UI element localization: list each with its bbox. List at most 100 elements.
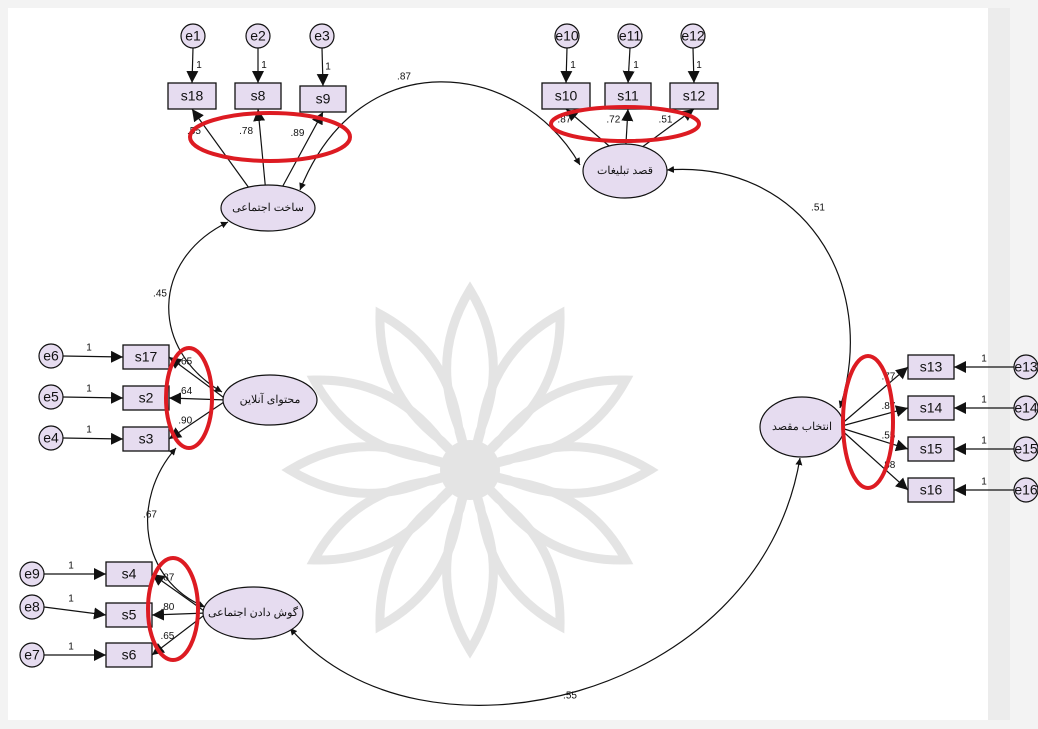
loading-value-s2: .64 [178, 386, 192, 397]
latent-ellipse-L1[interactable] [220, 184, 316, 232]
error-weight-e13: 1 [981, 354, 987, 365]
error-weight-e6: 1 [86, 343, 92, 354]
indicator-box-s4[interactable] [105, 561, 153, 587]
loading-value-s11: .72 [606, 114, 620, 125]
loading-value-s14: .87 [881, 401, 895, 412]
error-label-e15: e15 [1014, 441, 1038, 457]
indicator-box-s16[interactable] [907, 477, 955, 503]
indicator-label-s3: s3 [139, 431, 154, 447]
indicator-box-s13[interactable] [907, 354, 955, 380]
error-weight-e14: 1 [981, 395, 987, 406]
error-path-e10 [560, 47, 573, 84]
error-node-e6[interactable] [38, 343, 64, 369]
indicator-label-s4: s4 [122, 566, 137, 582]
indicator-box-s15[interactable] [907, 436, 955, 462]
error-node-e15[interactable] [1013, 436, 1038, 462]
loading-value-s13: .77 [881, 371, 895, 382]
error-weight-e9: 1 [68, 561, 74, 572]
error-label-e6: e6 [43, 348, 59, 364]
indicator-label-s9: s9 [316, 91, 331, 107]
indicator-label-s16: s16 [920, 482, 943, 498]
latent-ellipse-L4[interactable] [202, 586, 304, 640]
loading-path-s18 [191, 108, 250, 189]
latent-ellipse-L2[interactable] [582, 143, 668, 199]
error-path-e6 [62, 350, 124, 363]
error-node-e4[interactable] [38, 425, 64, 451]
indicator-box-s3[interactable] [122, 426, 170, 452]
error-node-e7[interactable] [19, 642, 45, 668]
error-path-e3 [316, 47, 329, 87]
covariance-L1-L3 [168, 221, 229, 393]
indicator-box-s18[interactable] [167, 82, 217, 110]
error-label-e7: e7 [24, 647, 40, 663]
indicator-box-s2[interactable] [122, 385, 170, 411]
highlight-group-L4 [146, 556, 200, 662]
error-node-e5[interactable] [38, 384, 64, 410]
loading-value-s3: .90 [178, 416, 192, 427]
indicator-box-s12[interactable] [669, 82, 719, 110]
error-weight-e1: 1 [196, 60, 202, 71]
error-node-e14[interactable] [1013, 395, 1038, 421]
error-node-e16[interactable] [1013, 477, 1038, 503]
error-weight-e15: 1 [981, 436, 987, 447]
error-node-e1[interactable] [180, 23, 206, 49]
error-weight-e10: 1 [570, 60, 576, 71]
indicator-label-s11: s11 [617, 88, 639, 104]
error-label-e14: e14 [1014, 400, 1038, 416]
loading-value-s5: .80 [160, 602, 174, 613]
error-weight-e8: 1 [68, 594, 74, 605]
loading-value-s15: .55 [881, 430, 895, 441]
indicator-label-s8: s8 [251, 88, 266, 104]
error-node-e3[interactable] [309, 23, 335, 49]
indicator-label-s14: s14 [920, 400, 943, 416]
indicator-box-s5[interactable] [105, 602, 153, 628]
error-label-e13: e13 [1014, 359, 1038, 375]
loading-path-s15 [837, 426, 909, 452]
error-label-e16: e16 [1014, 482, 1038, 498]
indicator-label-s17: s17 [135, 349, 158, 365]
error-label-e5: e5 [43, 389, 59, 405]
error-node-e8[interactable] [19, 594, 45, 620]
error-label-e9: e9 [24, 566, 40, 582]
indicator-box-s14[interactable] [907, 395, 955, 421]
indicator-box-s6[interactable] [105, 642, 153, 668]
loading-value-s12: .51 [659, 114, 673, 125]
covariance-value-L1-L3: .45 [153, 289, 167, 300]
error-path-e12 [687, 47, 700, 84]
loading-path-s8 [253, 108, 267, 189]
error-node-e13[interactable] [1013, 354, 1038, 380]
error-node-e9[interactable] [19, 561, 45, 587]
covariance-L2-L5 [666, 165, 851, 409]
indicator-box-s10[interactable] [541, 82, 591, 110]
latent-label-L5: انتخاب مقصد [772, 421, 832, 433]
error-node-e10[interactable] [554, 23, 580, 49]
indicator-box-s8[interactable] [234, 82, 282, 110]
error-label-e10: e10 [555, 28, 579, 44]
highlight-group-L3 [164, 346, 214, 450]
indicator-label-s6: s6 [122, 647, 137, 663]
loading-value-s10: .87 [557, 114, 571, 125]
error-node-e11[interactable] [617, 23, 643, 49]
watermark-center [440, 440, 500, 500]
covariance-value-L3-L4: .67 [143, 510, 157, 521]
error-label-e8: e8 [24, 599, 40, 615]
highlight-group-L5 [841, 354, 895, 490]
error-label-e4: e4 [43, 430, 59, 446]
latent-ellipse-L3[interactable] [222, 374, 318, 426]
error-path-e1 [186, 47, 199, 84]
covariance-value-L4-L5: .55 [563, 691, 577, 702]
indicator-box-s9[interactable] [299, 85, 347, 113]
covariance-L4-L5 [289, 457, 803, 706]
error-node-e2[interactable] [245, 23, 271, 49]
loading-path-s17 [168, 356, 228, 401]
error-path-e8 [43, 606, 107, 620]
error-node-e12[interactable] [680, 23, 706, 49]
indicator-box-s17[interactable] [122, 344, 170, 370]
indicator-label-s12: s12 [683, 88, 706, 104]
error-label-e11: e11 [619, 28, 642, 44]
indicator-box-s11[interactable] [604, 82, 652, 110]
loading-path-s2 [168, 392, 228, 405]
loading-path-s14 [837, 405, 909, 428]
